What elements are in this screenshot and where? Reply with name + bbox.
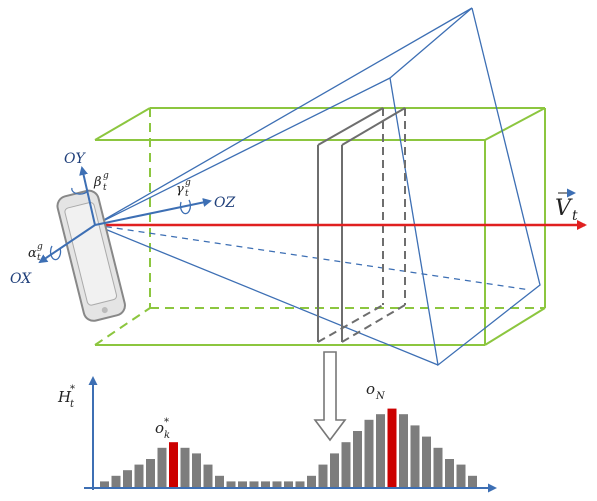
alpha-superscript: g (37, 242, 43, 252)
histogram-bar (410, 425, 420, 487)
histogram-bar (318, 464, 328, 487)
histogram-axis-subscript: t (70, 399, 75, 410)
peak-k-superscript: * (164, 417, 169, 428)
phone-home-button (101, 307, 108, 314)
peak-k-symbol: o (155, 419, 164, 437)
histogram-axis-superscript: * (70, 384, 75, 395)
histogram-bar (433, 447, 443, 487)
axis-y-line (79, 166, 96, 226)
histogram-bar (468, 475, 477, 487)
gamma-superscript: g (185, 178, 191, 188)
histogram-bar (192, 453, 201, 487)
histogram-bar (376, 414, 385, 487)
axis-x-line (38, 224, 96, 264)
plane2-top (341, 107, 406, 146)
histogram-bar (272, 481, 282, 487)
histogram-bar (226, 481, 236, 487)
beta-symbol: β (93, 175, 102, 190)
plane1-bottom (317, 304, 384, 343)
histogram-bar (364, 419, 374, 487)
frustum-edge-top (94, 7, 473, 226)
velocity-subscript: t (572, 208, 578, 224)
histogram-bar (284, 481, 293, 487)
histogram-bar (134, 464, 144, 487)
histogram-bar (295, 481, 305, 487)
axis-y-label: OY (64, 151, 86, 167)
box-top-left-edge (94, 107, 151, 141)
alpha-subscript: t (37, 253, 41, 263)
peak-k-subscript: k (164, 430, 170, 441)
histogram-bar (261, 481, 270, 487)
axis-x-label: OX (10, 271, 32, 287)
beta-superscript: g (103, 171, 109, 181)
histogram-bar-highlight (387, 408, 397, 487)
histogram-bar (203, 464, 213, 487)
histogram-bar (249, 481, 259, 487)
histogram-bar (341, 442, 351, 487)
plane1-top (317, 107, 384, 146)
frustum-edge-upper (94, 77, 391, 226)
viewing-frustum (94, 7, 541, 367)
histogram-bar (215, 475, 224, 487)
peak-n-symbol: o (366, 380, 375, 398)
phone-screen (64, 201, 118, 306)
box-bottom-left-hidden (94, 307, 151, 346)
rotation-alpha-icon (49, 245, 62, 261)
plane2-bottom (341, 304, 406, 343)
velocity-symbol: V (555, 196, 573, 221)
histogram-bar (180, 447, 190, 487)
rotation-beta-icon (71, 187, 89, 195)
histogram-bar (422, 436, 431, 487)
histogram-bar (146, 459, 155, 487)
histogram-bar-highlight (169, 442, 178, 487)
beta-subscript: t (103, 183, 107, 193)
alpha-symbol: α (28, 246, 37, 261)
histogram-bar (123, 470, 132, 487)
down-arrow-icon (313, 351, 347, 442)
gamma-symbol: γ (176, 182, 184, 197)
axis-z-label: OZ (214, 195, 235, 211)
frustum-far-plane (389, 7, 541, 367)
rotation-gamma-icon (179, 199, 192, 215)
histogram-bar (445, 459, 454, 487)
axis-labels: OY OZ OX β g t γ g t α g t (10, 151, 235, 287)
scene-bounding-box (94, 107, 546, 346)
histogram-bar (330, 453, 339, 487)
histogram-bar (307, 475, 316, 487)
histogram-bar (399, 414, 408, 487)
box-bottom-right-edge (484, 307, 546, 346)
axis-z-line (94, 198, 212, 226)
histogram-bar (353, 431, 362, 487)
peak-n-subscript: N (375, 391, 386, 402)
velocity-label: V t (555, 188, 578, 224)
gamma-subscript: t (185, 189, 189, 199)
box-top-right-edge (484, 107, 546, 141)
histogram-bar (238, 481, 247, 487)
histogram-bar (111, 475, 121, 487)
histogram: H * t o * k o N (57, 376, 497, 493)
frustum-edge-bottom (94, 224, 531, 291)
histogram-bars (100, 408, 477, 487)
histogram-bar (157, 447, 167, 487)
slice-planes (317, 107, 406, 343)
histogram-bar (100, 481, 109, 487)
frustum-edge-lower (94, 224, 439, 366)
histogram-bar (456, 464, 466, 487)
device-axes (38, 166, 212, 264)
histogram-axis-symbol: H (57, 388, 72, 406)
